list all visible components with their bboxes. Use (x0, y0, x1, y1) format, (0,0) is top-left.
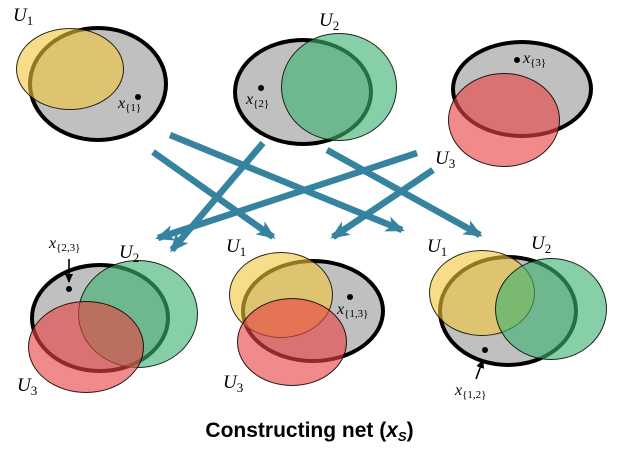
arrow-U3-to-bottom-left (155, 149, 419, 242)
label-x3: x{3} (523, 50, 547, 69)
caption-suffix: ) (406, 419, 414, 442)
arrow-U1-to-bottom-right (168, 131, 405, 234)
arrow-U2-to-bottom-right (325, 147, 483, 238)
label-u3-top: U3 (435, 148, 456, 171)
arrow-U3-to-bottom-middle (330, 167, 435, 240)
label-u2-top: U2 (319, 10, 340, 33)
bottom-left-red-ellipse (28, 301, 144, 393)
caption-prefix: Constructing net ( (205, 419, 387, 442)
label-x12: x{1,2} (455, 382, 487, 401)
label-u1-top: U1 (13, 5, 34, 28)
top-right-red-ellipse (448, 73, 560, 167)
point-dot-x{1} (135, 94, 141, 100)
label-x2: x{2} (246, 91, 270, 110)
top-left-yellow-ellipse (16, 28, 124, 110)
point-dot-x{1,2} (482, 347, 488, 353)
point-dot-x{3} (514, 57, 520, 63)
point-dot-x{2} (258, 85, 264, 91)
caption-subscript: S (397, 429, 407, 444)
top-middle-green-ellipse (281, 33, 397, 141)
label-u2-bl: U2 (119, 242, 140, 265)
bottom-right-green-ellipse (495, 258, 607, 360)
label-x13: x{1,3} (337, 301, 369, 320)
label-u3-bl: U3 (17, 375, 38, 398)
arrow-U1-to-bottom-middle (151, 149, 276, 240)
label-u3-bm: U3 (223, 372, 244, 395)
label-u1-bm: U1 (226, 236, 247, 259)
arrow-U2-to-bottom-left (169, 140, 266, 253)
point-dot-x{2,3} (66, 286, 72, 292)
label-x23: x{2,3} (49, 235, 81, 254)
diagram-caption: Constructing net (xS) (0, 419, 619, 444)
label-x1: x{1} (118, 95, 142, 114)
label-u2-br: U2 (531, 233, 552, 256)
bottom-middle-red-ellipse (237, 298, 347, 386)
point-dot-x{1,3} (347, 294, 353, 300)
label-u1-br: U1 (427, 236, 448, 259)
caption-variable: x (386, 419, 398, 442)
